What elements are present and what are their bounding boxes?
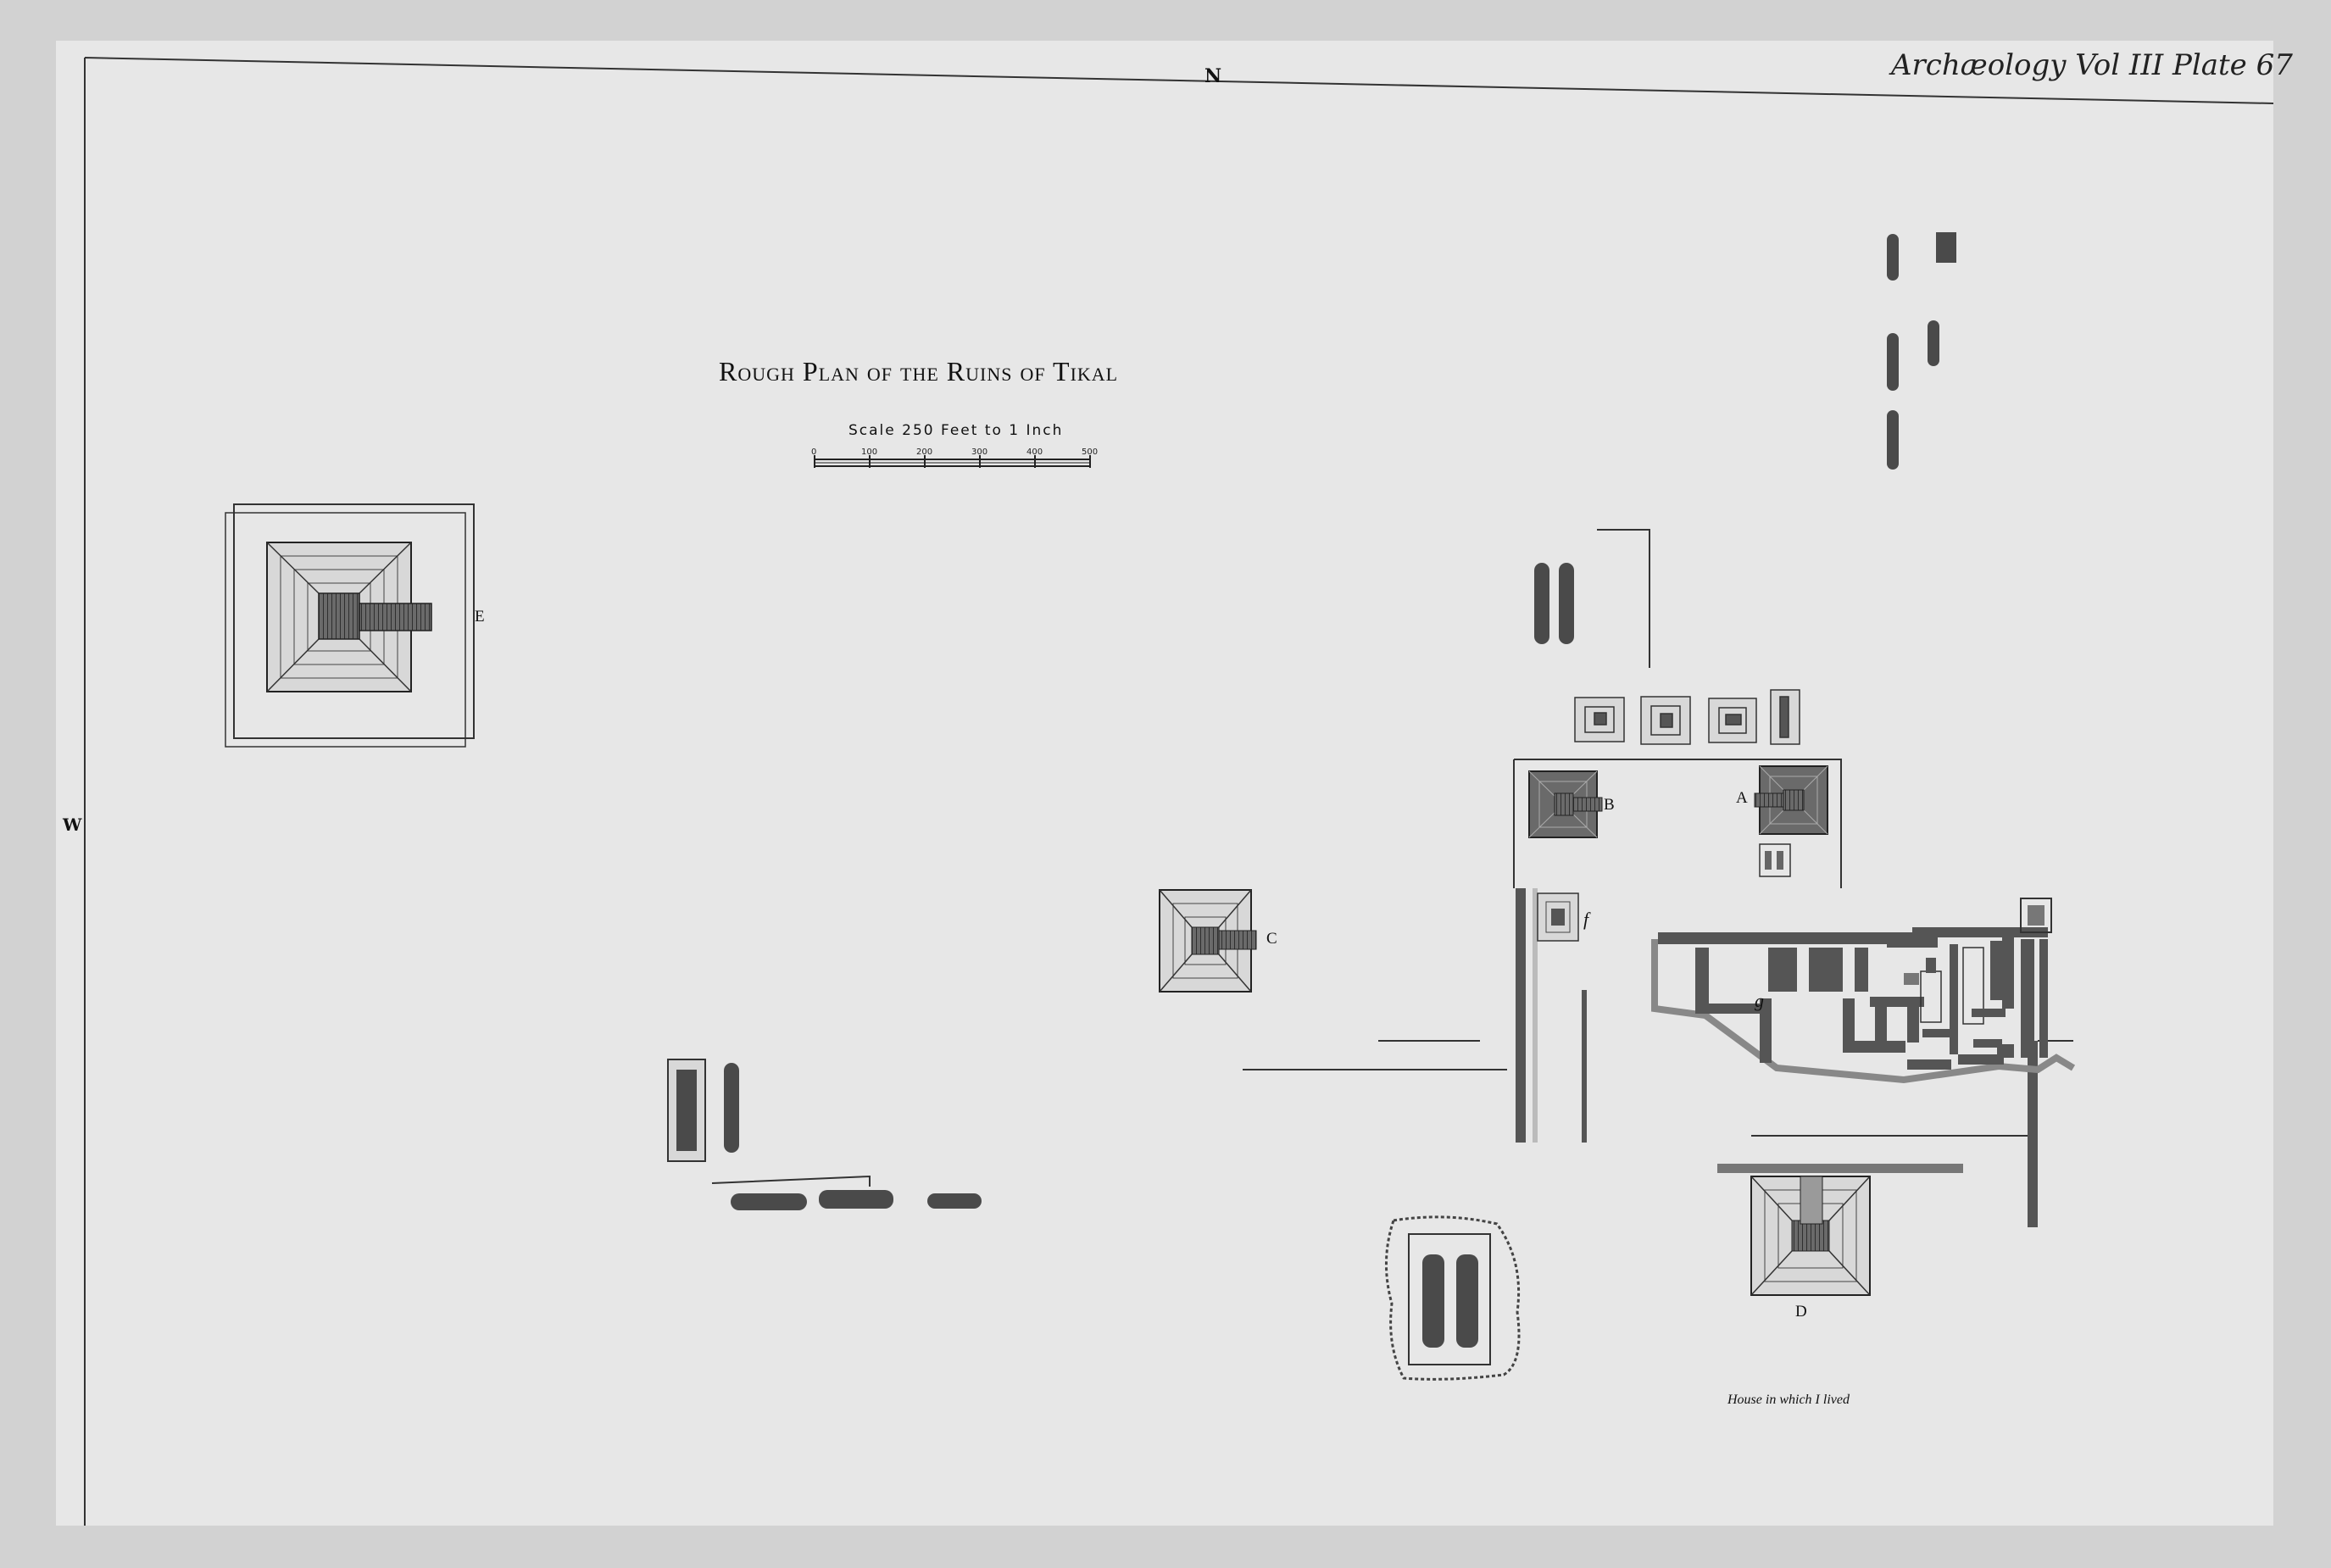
label-b: B (1604, 796, 1615, 814)
structure-f (1537, 892, 1579, 942)
temple-a (1754, 765, 1828, 877)
label-d: D (1795, 1303, 1807, 1321)
compass-north-label: N (1204, 65, 1222, 87)
house-caption: House in which I lived (1727, 1393, 1850, 1407)
map-sheet: Archæology Vol III Plate 67 N W Rough Pl… (56, 41, 2293, 1526)
temple-b (1528, 770, 1603, 838)
label-e: E (475, 608, 485, 626)
small-pyramids (1574, 689, 1800, 745)
temple-d (1717, 1164, 1963, 1296)
scale-tick: 400 (1026, 448, 1043, 457)
label-a: A (1736, 789, 1748, 807)
scale-tick: 100 (861, 448, 878, 457)
scale-label: Scale 250 Feet to 1 Inch (848, 422, 1064, 439)
plate-caption: Archæology Vol III Plate 67 (1891, 48, 2293, 82)
label-c: C (1266, 930, 1277, 948)
scale-tick: 300 (971, 448, 988, 457)
scale-tick: 200 (916, 448, 933, 457)
scale-bar (814, 455, 1091, 468)
scale-tick: 500 (1082, 448, 1099, 457)
plaza-north-mounds (1534, 563, 1574, 644)
great-plaza (1243, 759, 2073, 1227)
scale-tick: 0 (811, 448, 817, 457)
map-border (84, 57, 2273, 1526)
site-plan (84, 57, 2273, 1526)
palace-complex-g (1651, 898, 2076, 1084)
label-f: f (1583, 909, 1589, 930)
southwest-group (667, 1059, 982, 1210)
temple-e (225, 503, 475, 748)
north-mounds (1887, 232, 1956, 470)
map-title: Rough Plan of the Ruins of Tikal (719, 356, 1119, 386)
temple-c (1159, 889, 1257, 993)
label-g: g (1755, 990, 1764, 1011)
compass-west-label: W (63, 815, 82, 835)
house-enclosure (1384, 1215, 1521, 1381)
